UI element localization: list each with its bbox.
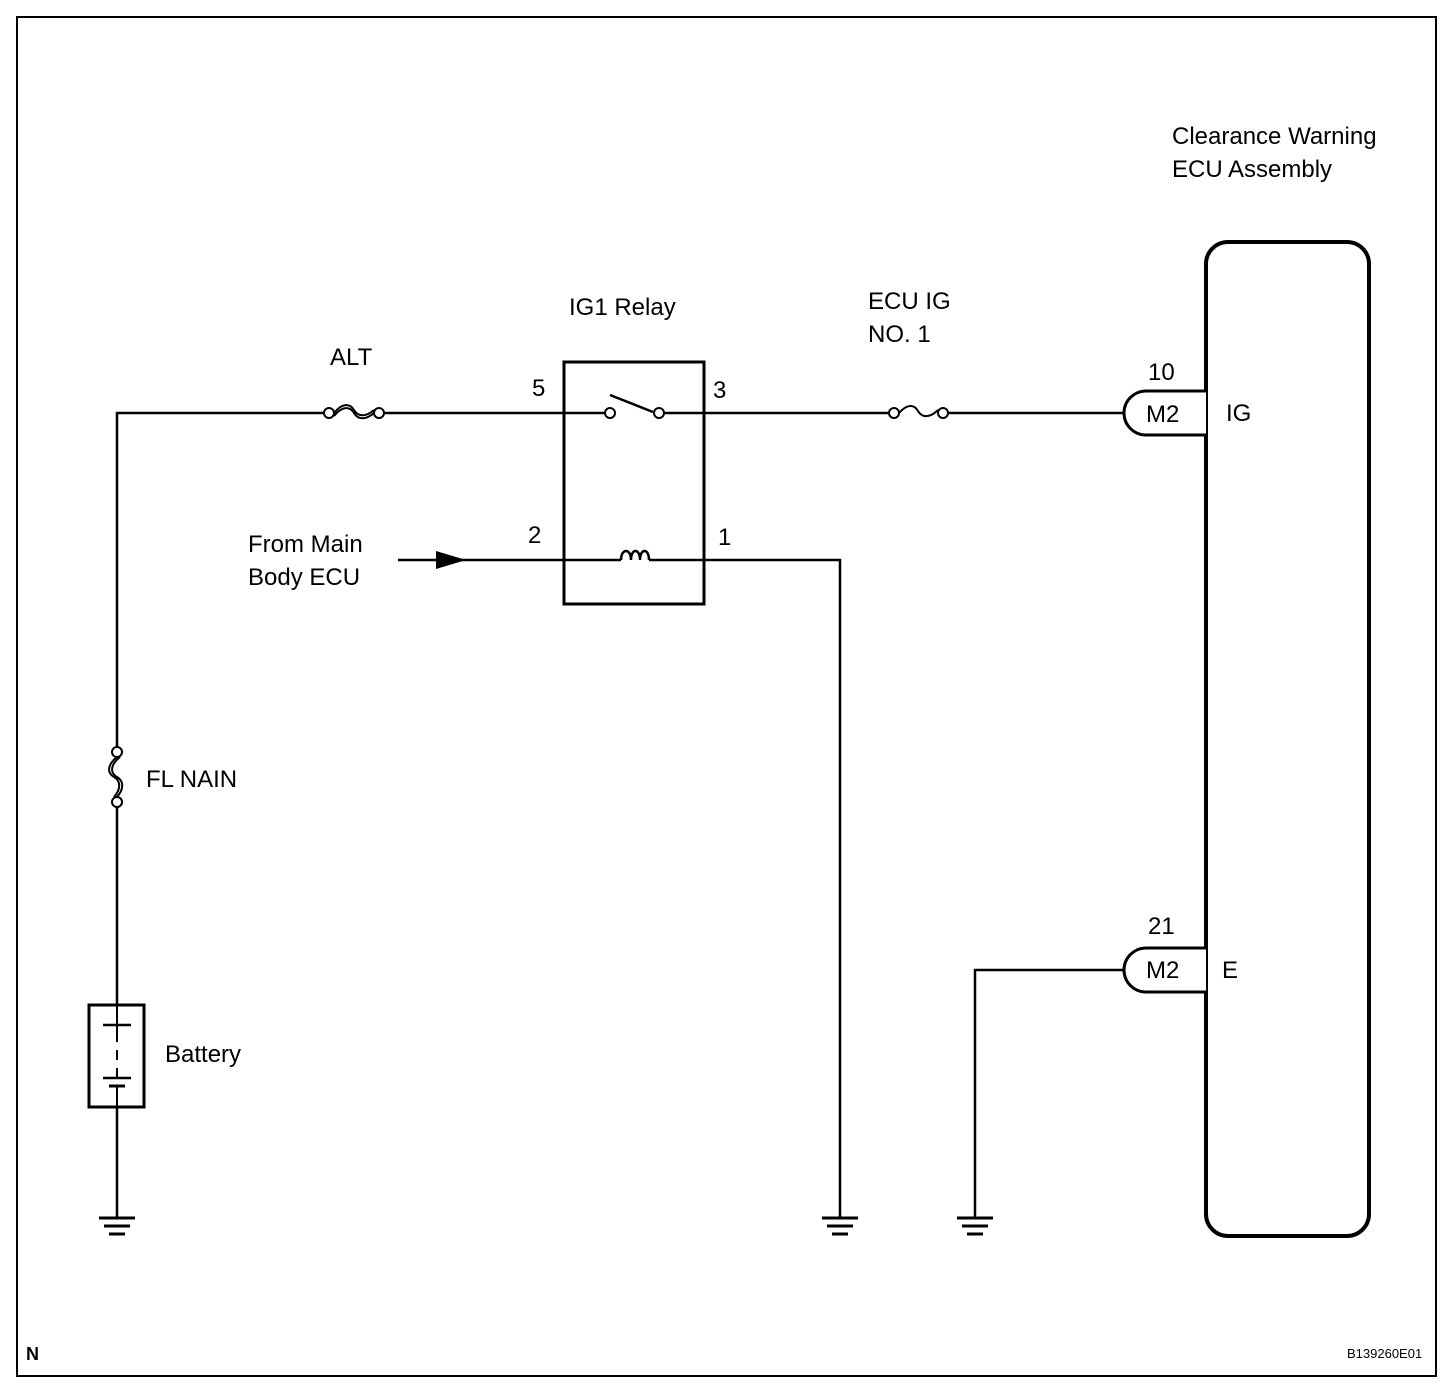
relay-pin-2: 2: [528, 522, 541, 549]
battery-feed-wire: [115, 411, 609, 1218]
ground-icon: [822, 1216, 858, 1236]
battery-label: Battery: [165, 1041, 241, 1068]
relay-coil: [619, 549, 651, 561]
e-connector-code: M2: [1146, 957, 1179, 984]
ig1-relay: IG1 Relay 5 3 2 1: [528, 294, 889, 606]
ig-terminal-label: IG: [1226, 400, 1251, 427]
fl-main-fuse-label: FL NAIN: [146, 766, 237, 793]
ecu-assembly-label-line2: ECU Assembly: [1172, 156, 1332, 183]
alt-fuse: ALT: [323, 344, 385, 420]
ground-icon: [99, 1216, 135, 1236]
alt-fuse-label: ALT: [330, 344, 373, 371]
figure-id: B139260E01: [1347, 1346, 1422, 1361]
ecu-ig-fuse-label-line1: ECU IG: [868, 288, 951, 315]
relay-pin-1: 1: [718, 524, 731, 551]
e-terminal-label: E: [1222, 957, 1238, 984]
ig1-relay-label: IG1 Relay: [569, 294, 676, 321]
relay-pin-3: 3: [713, 377, 726, 404]
battery: Battery: [87, 1003, 241, 1109]
ecu-ig-fuse: ECU IG NO. 1: [868, 288, 951, 419]
ig1-relay-box: [562, 360, 706, 606]
corner-letter: N: [26, 1344, 39, 1364]
input-label-line2: Body ECU: [248, 564, 360, 591]
ig-connector: M2 10 IG: [1122, 359, 1251, 437]
input-label-line1: From Main: [248, 531, 363, 558]
relay-switch-contact: [604, 393, 665, 419]
ecu-ig-fuse-label-line2: NO. 1: [868, 321, 931, 348]
fl-main-fuse: FL NAIN: [108, 746, 237, 808]
e-connector: M2 21 E: [1122, 913, 1238, 994]
ecu-assembly-box: [1204, 240, 1371, 1238]
ig-connector-code: M2: [1146, 401, 1179, 428]
ecu-assembly: Clearance Warning ECU Assembly: [1172, 123, 1377, 1238]
coil-ground-wire: [649, 558, 842, 1218]
main-body-ecu-input: From Main Body ECU: [248, 531, 621, 591]
ig-connector-pin: 10: [1148, 359, 1175, 386]
relay-pin-5: 5: [532, 375, 545, 402]
input-arrow-icon: [436, 551, 466, 569]
ground-icon: [957, 1216, 993, 1236]
e-connector-pin: 21: [1148, 913, 1175, 940]
e-ground-wire: [973, 968, 1124, 1218]
main-top-wire: [115, 411, 329, 752]
ecu-assembly-label-line1: Clearance Warning: [1172, 123, 1377, 150]
diagram-frame: [16, 16, 1437, 1377]
